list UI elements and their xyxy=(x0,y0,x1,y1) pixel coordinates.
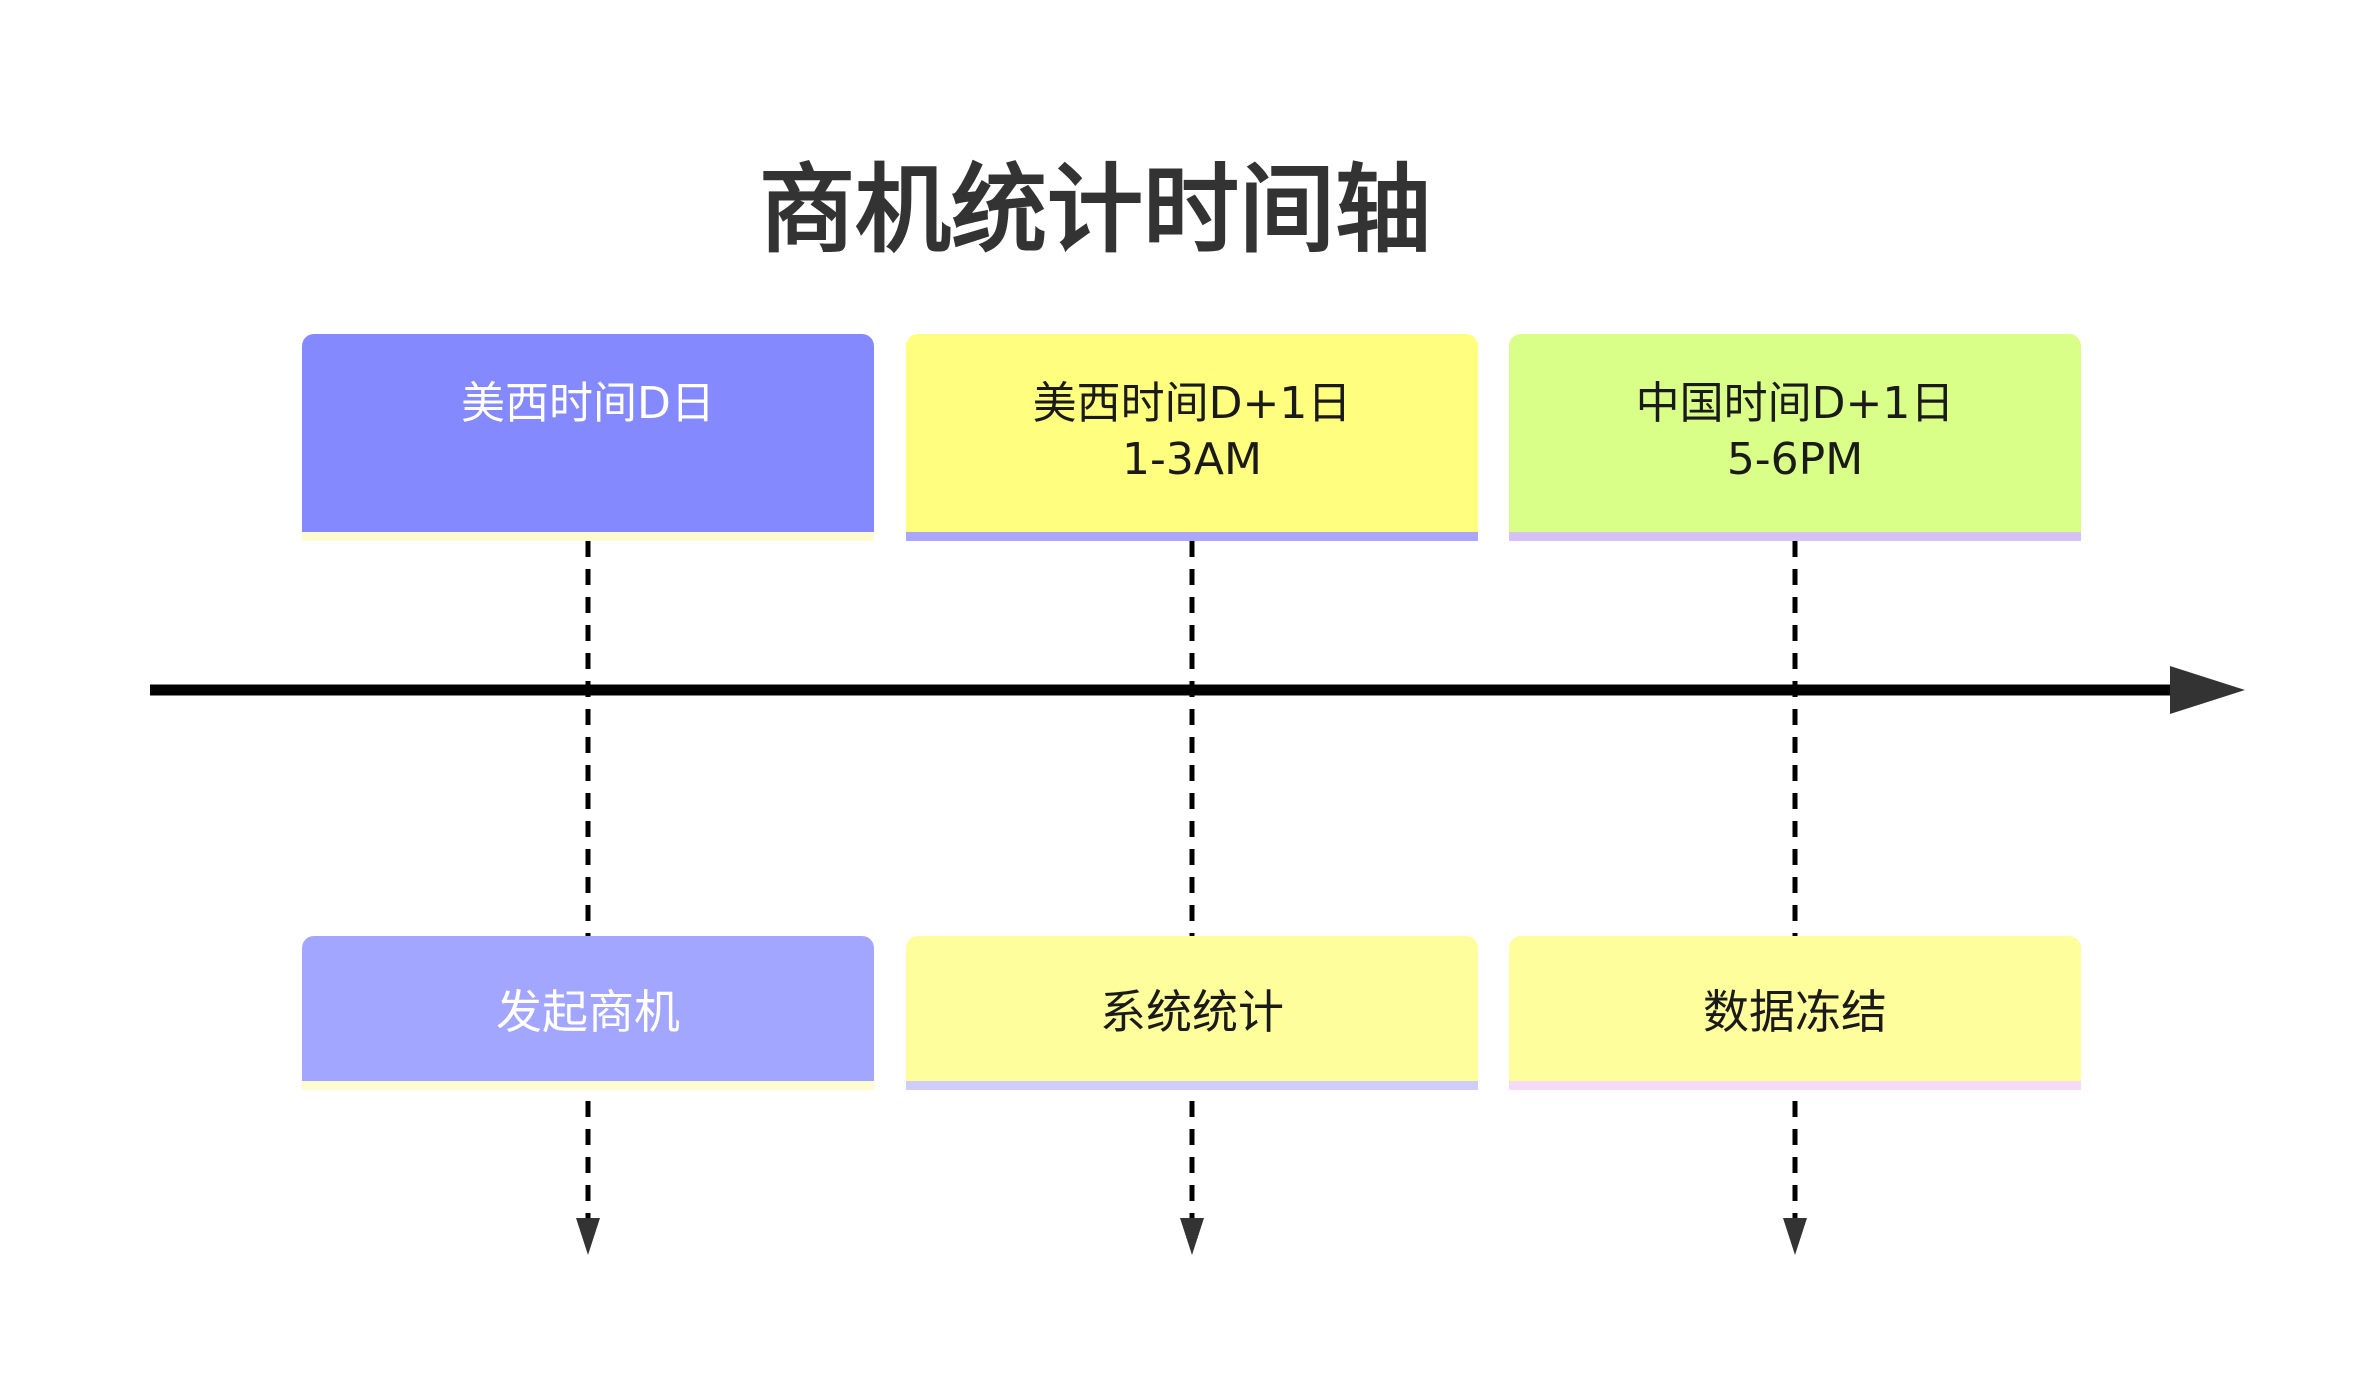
time-card-2: 美西时间D+1日 1-3AM xyxy=(906,334,1478,541)
event-card-1-label: 发起商机 xyxy=(496,985,680,1039)
time-card-3: 中国时间D+1日 5-6PM xyxy=(1509,334,2081,541)
connector-arrowhead-2 xyxy=(1180,1218,1204,1255)
connector-layer xyxy=(576,541,1807,1255)
time-card-3-line-1: 中国时间D+1日 xyxy=(1635,378,1955,429)
event-card-2-stripe xyxy=(906,1081,1478,1090)
time-card-2-stripe xyxy=(906,532,1478,541)
time-card-2-line-1: 美西时间D+1日 xyxy=(1032,378,1352,429)
time-card-3-stripe xyxy=(1509,532,2081,541)
time-card-1-stripe xyxy=(302,532,874,541)
event-card-3-stripe xyxy=(1509,1081,2081,1090)
axis-arrowhead xyxy=(2170,666,2245,714)
event-card-3: 数据冻结 xyxy=(1509,936,2081,1090)
time-card-1: 美西时间D日 xyxy=(302,334,874,541)
event-card-3-label: 数据冻结 xyxy=(1703,985,1887,1039)
connector-arrowhead-3 xyxy=(1783,1218,1807,1255)
time-card-1-line-1: 美西时间D日 xyxy=(461,378,715,429)
time-card-3-line-2: 5-6PM xyxy=(1726,434,1864,485)
event-card-2: 系统统计 xyxy=(906,936,1478,1090)
timeline-axis xyxy=(150,666,2245,714)
page-title: 商机统计时间轴 xyxy=(759,154,1431,266)
time-card-2-line-2: 1-3AM xyxy=(1122,434,1262,485)
connector-arrowhead-1 xyxy=(576,1218,600,1255)
event-card-1-stripe xyxy=(302,1081,874,1090)
event-card-1: 发起商机 xyxy=(302,936,874,1090)
event-card-2-label: 系统统计 xyxy=(1100,985,1284,1039)
